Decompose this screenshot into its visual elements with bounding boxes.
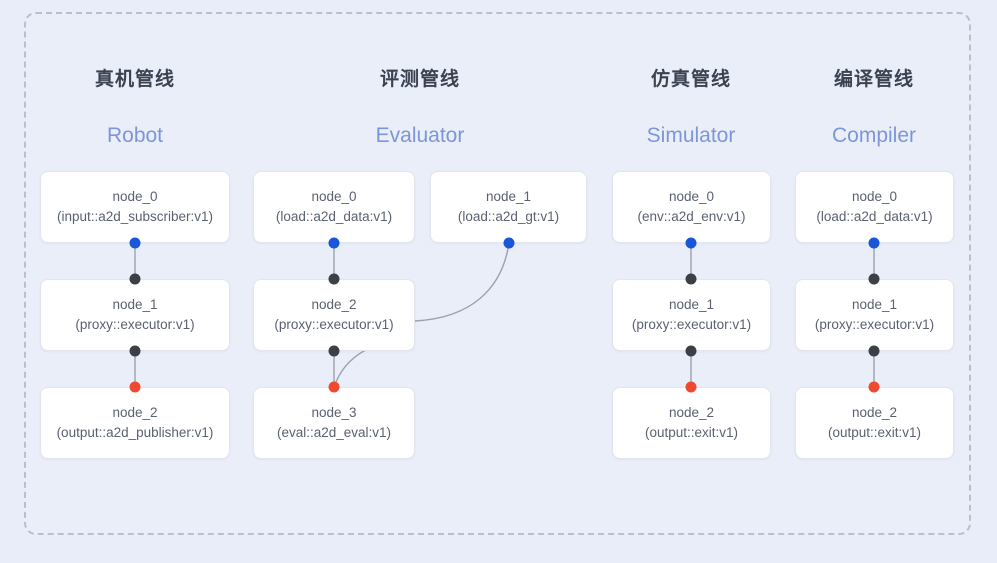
node-name-label: node_2	[311, 297, 357, 312]
node-name-label: node_1	[485, 189, 532, 204]
node-spec-label: (proxy::executor:v1)	[274, 317, 394, 332]
node-name-label: node_1	[112, 297, 158, 312]
node-spec-label: (env::a2d_env:v1)	[637, 209, 746, 224]
port-end-comp-node-2[interactable]	[868, 381, 880, 393]
column-title-cn-robot: 真机管线	[94, 69, 176, 90]
port-out-sim-node-0[interactable]	[685, 237, 697, 249]
node-spec-label: (load::a2d_gt:v1)	[457, 209, 560, 224]
port-in-comp-node-1[interactable]	[868, 273, 880, 285]
node-name-label: node_0	[311, 189, 357, 204]
node-name-label: node_2	[668, 405, 715, 420]
node-spec-label: (output::a2d_publisher:v1)	[56, 425, 214, 440]
node-box-eval-node-1[interactable]: node_1(load::a2d_gt:v1)	[430, 171, 587, 243]
node-spec-label: (proxy::executor:v1)	[631, 317, 752, 332]
port-in-robot-node-1[interactable]	[129, 273, 141, 285]
node-name-label: node_2	[112, 405, 158, 420]
node-box-sim-node-2[interactable]: node_2(output::exit:v1)	[612, 387, 771, 459]
node-spec-label: (proxy::executor:v1)	[75, 317, 195, 332]
node-box-comp-node-1[interactable]: node_1(proxy::executor:v1)	[795, 279, 954, 351]
port-out-robot-node-0[interactable]	[129, 237, 141, 249]
node-spec-label: (output::exit:v1)	[644, 425, 739, 440]
node-spec-label: (proxy::executor:v1)	[814, 317, 935, 332]
node-name-label: node_0	[668, 189, 715, 204]
node-box-eval-node-2[interactable]: node_2(proxy::executor:v1)	[253, 279, 415, 351]
node-name-label: node_0	[112, 189, 158, 204]
port-in-sim-node-1-bottom[interactable]	[685, 345, 697, 357]
node-name-label: node_2	[851, 405, 898, 420]
port-end-robot-node-2[interactable]	[129, 381, 141, 393]
column-title-cn-compiler: 编译管线	[833, 69, 915, 90]
port-in-sim-node-1[interactable]	[685, 273, 697, 285]
port-in-comp-node-1-bottom[interactable]	[868, 345, 880, 357]
node-box-robot-node-0[interactable]: node_0(input::a2d_subscriber:v1)	[40, 171, 230, 243]
node-name-label: node_1	[668, 297, 715, 312]
port-end-eval-node-3[interactable]	[328, 381, 340, 393]
node-box-comp-node-2[interactable]: node_2(output::exit:v1)	[795, 387, 954, 459]
port-out-eval-node-1[interactable]	[503, 237, 515, 249]
node-box-sim-node-1[interactable]: node_1(proxy::executor:v1)	[612, 279, 771, 351]
node-name-label: node_0	[851, 189, 898, 204]
port-in-robot-node-1-bottom[interactable]	[129, 345, 141, 357]
port-in-eval-node-2-bottom[interactable]	[328, 345, 340, 357]
node-spec-label: (load::a2d_data:v1)	[816, 209, 933, 224]
port-out-comp-node-0[interactable]	[868, 237, 880, 249]
node-spec-label: (input::a2d_subscriber:v1)	[56, 209, 214, 224]
node-box-robot-node-2[interactable]: node_2(output::a2d_publisher:v1)	[40, 387, 230, 459]
column-title-en-robot: Robot	[106, 124, 164, 147]
column-title-cn-simulator: 仿真管线	[650, 69, 732, 90]
node-spec-label: (eval::a2d_eval:v1)	[276, 425, 392, 440]
column-title-en-simulator: Simulator	[646, 124, 736, 147]
node-box-robot-node-1[interactable]: node_1(proxy::executor:v1)	[40, 279, 230, 351]
node-name-label: node_3	[311, 405, 357, 420]
port-end-sim-node-2[interactable]	[685, 381, 697, 393]
node-box-sim-node-0[interactable]: node_0(env::a2d_env:v1)	[612, 171, 771, 243]
node-box-eval-node-0[interactable]: node_0(load::a2d_data:v1)	[253, 171, 415, 243]
node-spec-label: (output::exit:v1)	[827, 425, 922, 440]
node-name-label: node_1	[851, 297, 898, 312]
node-box-comp-node-0[interactable]: node_0(load::a2d_data:v1)	[795, 171, 954, 243]
node-box-eval-node-3[interactable]: node_3(eval::a2d_eval:v1)	[253, 387, 415, 459]
column-title-en-compiler: Compiler	[831, 124, 917, 147]
column-title-cn-evaluator: 评测管线	[379, 69, 461, 90]
node-spec-label: (load::a2d_data:v1)	[275, 209, 393, 224]
port-out-eval-node-0[interactable]	[328, 237, 340, 249]
port-in-eval-node-2[interactable]	[328, 273, 340, 285]
column-title-en-evaluator: Evaluator	[375, 124, 465, 147]
